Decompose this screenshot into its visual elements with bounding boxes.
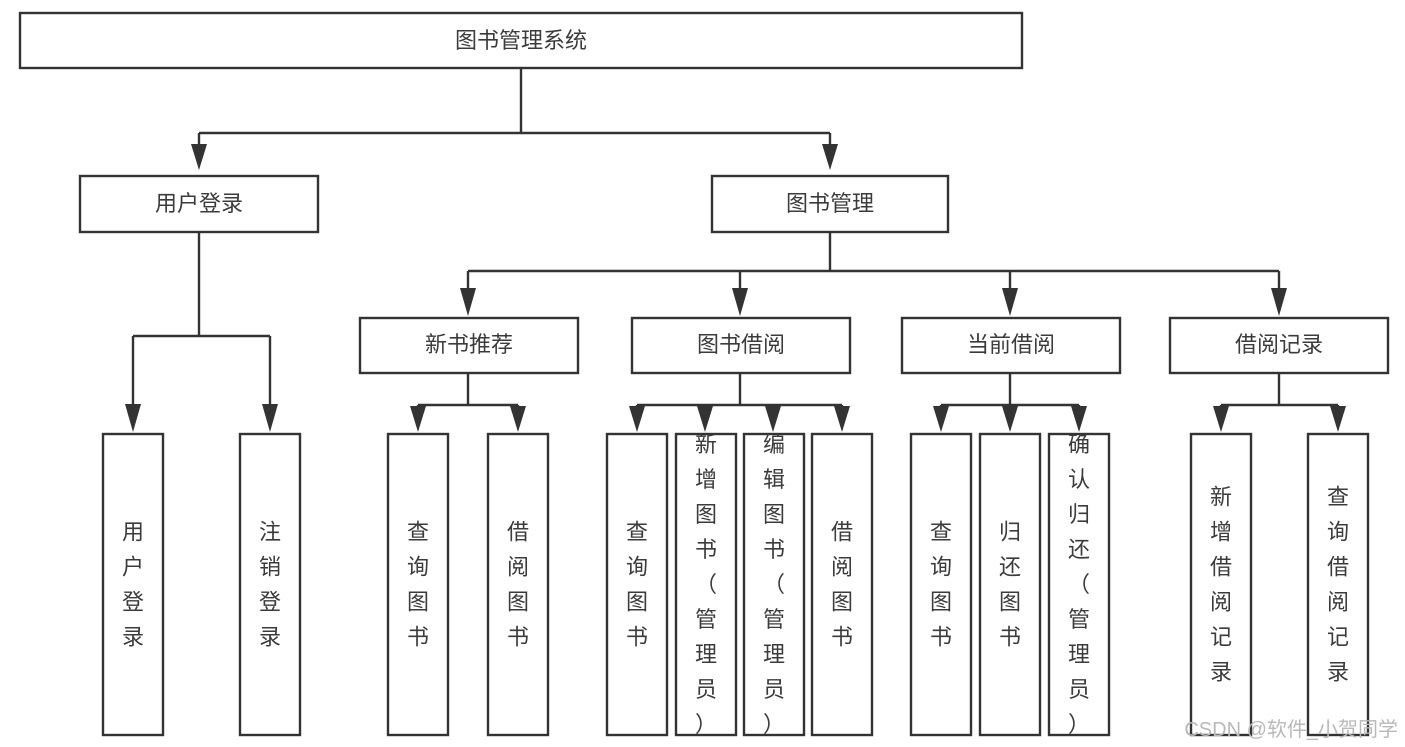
arrow-head-leaf-borrow-book-2	[834, 406, 850, 432]
watermark-label: CSDN @软件_小贺同学	[1184, 718, 1398, 741]
node-borrow-record[interactable]: 借阅记录	[1168, 316, 1390, 375]
node-leaf-return-book-box[interactable]	[978, 432, 1042, 737]
node-leaf-edit-book-box[interactable]	[742, 432, 806, 737]
arrow-head-leaf-query-book-2	[629, 406, 645, 432]
node-leaf-add-book-box[interactable]	[674, 432, 738, 737]
node-leaf-query-book-2[interactable]: 查询图书	[605, 432, 669, 737]
arrow-head-leaf-add-book	[697, 406, 713, 432]
connector-book-management-to-level2	[460, 232, 1287, 316]
arrow-head-leaf-query-record	[1330, 406, 1346, 432]
node-leaf-query-book-3-label: 查询图书	[930, 520, 952, 650]
node-leaf-query-book-1-box[interactable]	[386, 432, 450, 737]
arrow-head-leaf-return-book	[1002, 406, 1018, 432]
node-leaf-user-logout[interactable]: 注销登录	[238, 432, 302, 737]
arrow-head-new-book-recommend	[460, 288, 476, 316]
node-book-borrow-box[interactable]	[630, 316, 852, 375]
node-leaf-confirm-return-label: 确认归还（管理员）	[1068, 432, 1090, 737]
arrow-head-leaf-user-logout	[262, 404, 278, 432]
node-leaf-confirm-return-box[interactable]	[1047, 432, 1111, 737]
node-leaf-return-book[interactable]: 归还图书	[978, 432, 1042, 737]
node-leaf-return-book-label: 归还图书	[999, 520, 1021, 650]
connector-current-borrow-to-leaves	[933, 373, 1087, 432]
node-borrow-record-label: 借阅记录	[1235, 332, 1323, 357]
node-leaf-borrow-book-2-label: 借阅图书	[831, 520, 853, 650]
arrow-head-user-login	[191, 144, 207, 170]
node-leaf-borrow-book-1-label: 借阅图书	[507, 520, 529, 650]
node-leaf-query-book-1[interactable]: 查询图书	[386, 432, 450, 737]
node-leaf-user-login[interactable]: 用户登录	[101, 432, 165, 737]
node-leaf-query-book-1-label: 查询图书	[407, 520, 429, 650]
node-new-book-recommend[interactable]: 新书推荐	[358, 316, 580, 375]
node-leaf-borrow-book-1-box[interactable]	[486, 432, 550, 737]
node-leaf-query-book-3[interactable]: 查询图书	[909, 432, 973, 737]
node-current-borrow-box[interactable]	[900, 316, 1122, 375]
node-user-login[interactable]: 用户登录	[78, 174, 320, 234]
arrow-head-leaf-borrow-book-1	[510, 406, 526, 432]
arrow-head-leaf-confirm-return	[1071, 406, 1087, 432]
arrow-head-book-borrow	[732, 288, 748, 316]
arrow-head-leaf-edit-book	[765, 406, 781, 432]
node-leaf-borrow-book-2[interactable]: 借阅图书	[810, 432, 874, 737]
node-borrow-record-box[interactable]	[1168, 316, 1390, 375]
arrow-head-book-management	[822, 144, 838, 170]
node-book-borrow-label: 图书借阅	[697, 332, 785, 357]
arrow-head-borrow-record	[1271, 288, 1287, 316]
node-leaf-edit-book-label: 编辑图书（管理员）	[763, 432, 785, 737]
node-book-borrow[interactable]: 图书借阅	[630, 316, 852, 375]
node-leaf-borrow-book-2-box[interactable]	[810, 432, 874, 737]
node-leaf-query-record-box[interactable]	[1306, 432, 1370, 737]
node-leaf-confirm-return[interactable]: 确认归还（管理员）	[1047, 432, 1111, 737]
connector-book-borrow-to-leaves	[629, 373, 850, 432]
arrow-head-leaf-query-book-3	[933, 406, 949, 432]
node-leaf-add-book-label: 新增图书（管理员）	[695, 432, 717, 737]
node-leaf-user-login-label: 用户登录	[122, 520, 144, 650]
node-book-management-label: 图书管理	[786, 191, 874, 216]
node-user-login-box[interactable]	[78, 174, 320, 234]
node-leaf-user-logout-label: 注销登录	[259, 520, 281, 650]
node-leaf-user-login-box[interactable]	[101, 432, 165, 737]
node-leaf-user-logout-box[interactable]	[238, 432, 302, 737]
connector-user-login-to-leaves	[125, 232, 278, 432]
node-book-management[interactable]: 图书管理	[710, 174, 950, 234]
node-leaf-query-book-2-box[interactable]	[605, 432, 669, 737]
connector-borrow-record-to-leaves	[1213, 373, 1346, 432]
connector-new-book-recommend-to-leaves	[410, 373, 526, 432]
arrow-head-current-borrow	[1002, 288, 1018, 316]
node-leaf-query-record-label: 查询借阅记录	[1327, 485, 1349, 685]
node-user-login-label: 用户登录	[155, 191, 243, 216]
node-root-label: 图书管理系统	[455, 28, 587, 53]
node-leaf-edit-book[interactable]: 编辑图书（管理员）	[742, 432, 806, 737]
arrow-head-leaf-add-record	[1213, 406, 1229, 432]
node-leaf-add-record-box[interactable]	[1189, 432, 1253, 737]
node-leaf-add-record[interactable]: 新增借阅记录	[1189, 432, 1253, 737]
node-root[interactable]: 图书管理系统	[18, 11, 1024, 70]
node-new-book-recommend-box[interactable]	[358, 316, 580, 375]
node-book-management-box[interactable]	[710, 174, 950, 234]
node-leaf-query-book-3-box[interactable]	[909, 432, 973, 737]
node-current-borrow[interactable]: 当前借阅	[900, 316, 1122, 375]
node-new-book-recommend-label: 新书推荐	[425, 332, 513, 357]
arrow-head-leaf-user-login	[125, 404, 141, 432]
node-root-box[interactable]	[18, 11, 1024, 70]
node-leaf-query-book-2-label: 查询图书	[626, 520, 648, 650]
node-leaf-add-book[interactable]: 新增图书（管理员）	[674, 432, 738, 737]
arrow-head-leaf-query-book-1	[410, 406, 426, 432]
connector-root-to-level1	[191, 68, 838, 170]
node-leaf-query-record[interactable]: 查询借阅记录	[1306, 432, 1370, 737]
node-current-borrow-label: 当前借阅	[967, 332, 1055, 357]
node-leaf-borrow-book-1[interactable]: 借阅图书	[486, 432, 550, 737]
node-leaf-add-record-label: 新增借阅记录	[1210, 485, 1232, 685]
